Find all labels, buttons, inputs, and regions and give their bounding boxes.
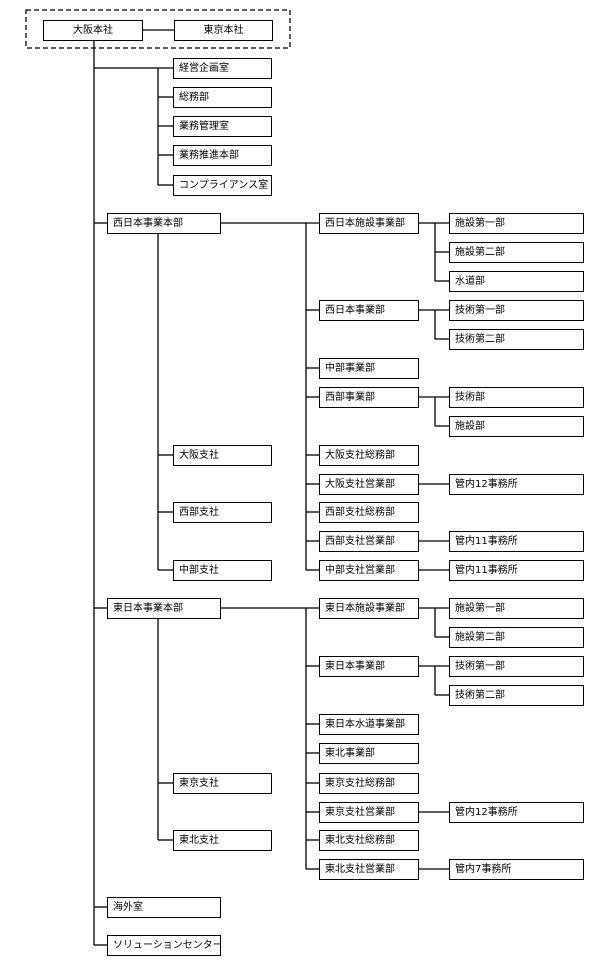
staff-dept: 業務管理室 xyxy=(173,116,272,137)
west-branch: 中部支社 xyxy=(173,560,272,581)
west-hq: 西日本事業本部 xyxy=(107,213,221,234)
staff-dept: 総務部 xyxy=(173,87,272,108)
east-dept: 東日本水道事業部 xyxy=(319,714,419,735)
east-dept: 東北事業部 xyxy=(319,743,419,764)
west-office-group: 管内11事務所 xyxy=(449,531,584,552)
east-dept: 東京支社営業部 xyxy=(319,802,419,823)
west-sub-unit: 施設第二部 xyxy=(449,242,584,263)
east-dept: 東北支社総務部 xyxy=(319,830,419,851)
west-sub-unit: 技術部 xyxy=(449,387,584,408)
east-branch: 東京支社 xyxy=(173,773,272,794)
west-branch: 西部支社 xyxy=(173,502,272,523)
west-sub-unit: 水道部 xyxy=(449,271,584,292)
west-dept: 西日本施設事業部 xyxy=(319,213,419,234)
staff-dept: 経営企画室 xyxy=(173,58,272,79)
east-dept: 東北支社営業部 xyxy=(319,859,419,880)
staff-dept: 業務推進本部 xyxy=(173,145,272,166)
east-sub-unit: 技術第一部 xyxy=(449,656,584,677)
east-office-group: 管内12事務所 xyxy=(449,802,584,823)
east-sub-unit: 施設第二部 xyxy=(449,627,584,648)
east-hq: 東日本事業本部 xyxy=(107,598,221,619)
west-sub-unit: 技術第二部 xyxy=(449,329,584,350)
east-dept: 東日本事業部 xyxy=(319,656,419,677)
west-sub-unit: 施設第一部 xyxy=(449,213,584,234)
east-dept: 東日本施設事業部 xyxy=(319,598,419,619)
west-dept: 西部事業部 xyxy=(319,387,419,408)
osaka-head-office: 大阪本社 xyxy=(43,20,143,41)
west-dept: 中部支社営業部 xyxy=(319,560,419,581)
west-office-group: 管内11事務所 xyxy=(449,560,584,581)
west-sub-unit: 施設部 xyxy=(449,416,584,437)
tokyo-head-office: 東京本社 xyxy=(174,20,273,41)
west-branch: 大阪支社 xyxy=(173,445,272,466)
west-dept: 大阪支社営業部 xyxy=(319,474,419,495)
west-dept: 大阪支社総務部 xyxy=(319,445,419,466)
east-office-group: 管内7事務所 xyxy=(449,859,584,880)
east-sub-unit: 技術第二部 xyxy=(449,685,584,706)
east-sub-unit: 施設第一部 xyxy=(449,598,584,619)
west-dept: 西日本事業部 xyxy=(319,300,419,321)
east-branch: 東北支社 xyxy=(173,830,272,851)
east-dept: 東京支社総務部 xyxy=(319,773,419,794)
overseas-office: 海外室 xyxy=(107,897,221,918)
solution-center: ソリューションセンター xyxy=(107,935,221,956)
west-sub-unit: 技術第一部 xyxy=(449,300,584,321)
west-dept: 西部支社総務部 xyxy=(319,502,419,523)
west-dept: 中部事業部 xyxy=(319,358,419,379)
west-office-group: 管内12事務所 xyxy=(449,474,584,495)
west-dept: 西部支社営業部 xyxy=(319,531,419,552)
staff-dept: コンプライアンス室 xyxy=(173,175,272,196)
